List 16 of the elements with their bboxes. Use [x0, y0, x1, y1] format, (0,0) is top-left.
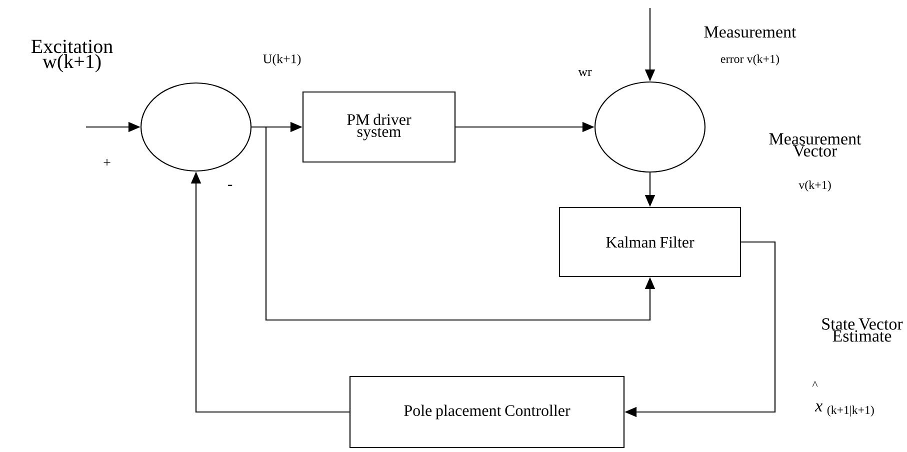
label: Measurement [704, 26, 796, 38]
summing-junction [594, 81, 706, 173]
label: State Vector Estimate [822, 318, 903, 342]
label: + [104, 159, 110, 166]
label: Measurement Vector [769, 133, 862, 157]
summing-junction [140, 82, 252, 172]
process-box: Kalman Filter [558, 206, 742, 278]
process-box: PM driver system [302, 91, 456, 163]
label: wr [578, 70, 592, 76]
label: ^ [812, 381, 818, 387]
label: error v(k+1) [720, 54, 779, 66]
label: Excitation w(k+1) [32, 40, 113, 72]
label: v(k+1) [798, 180, 831, 192]
label: x $_{(k+1|k+1)}$ [814, 404, 874, 416]
label: U(k+1) [263, 54, 301, 66]
process-box: Pole placement Controller [349, 376, 625, 448]
